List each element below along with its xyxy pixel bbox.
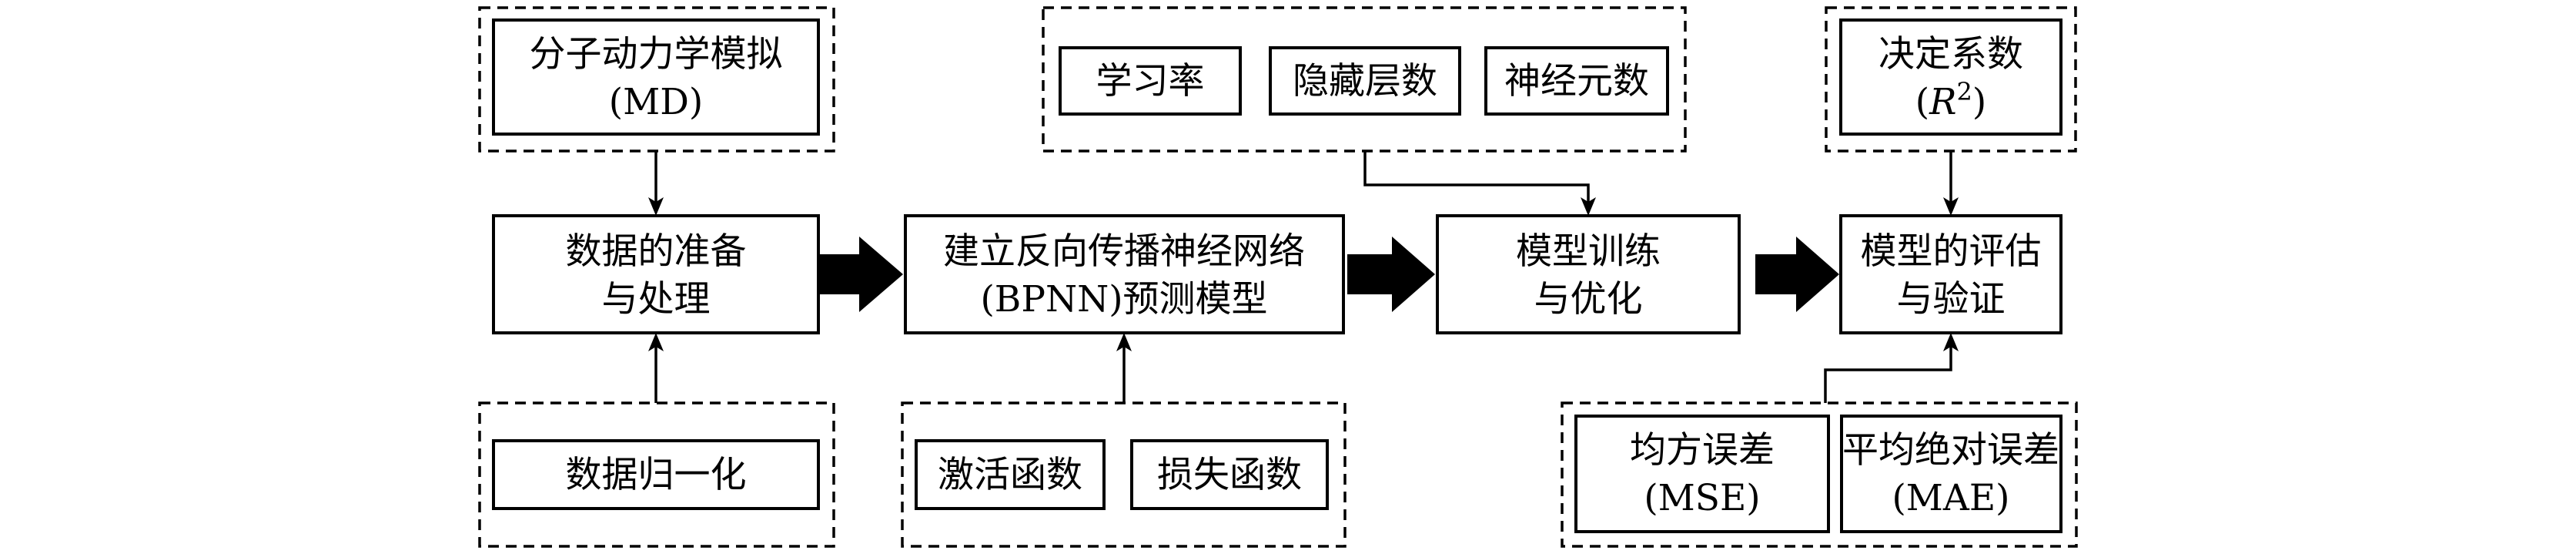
mae-box — [1840, 415, 2062, 533]
hidden-layers-box — [1269, 46, 1461, 116]
flow-arrow-2 — [1347, 237, 1435, 312]
step-train-line2: 与优化 — [1534, 278, 1643, 321]
arrowhead-func-to-model — [1116, 333, 1132, 351]
loss-label: 损失函数 — [1157, 454, 1302, 496]
normalization-label: 数据归一化 — [566, 454, 747, 496]
step-evaluate-line1: 模型的评估 — [1861, 230, 2042, 273]
md-box — [492, 18, 820, 136]
mse-line1: 均方误差 — [1630, 429, 1775, 472]
loss-box — [1130, 439, 1329, 510]
normalization-box — [492, 439, 820, 510]
md-box-line2: (MD) — [609, 81, 703, 123]
paren-close: ) — [1972, 81, 1986, 123]
neurons-box — [1484, 46, 1669, 116]
r2-superscript: 2 — [1957, 77, 1972, 106]
step-build-model-line1: 建立反向传播神经网络 — [943, 230, 1305, 273]
step-train-line1: 模型训练 — [1516, 230, 1661, 273]
mae-line1: 平均绝对误差 — [1842, 429, 2059, 472]
r2-box-line2: (R2) — [1915, 77, 1986, 123]
flow-arrow-3 — [1755, 237, 1839, 312]
step-data-prep-line2: 与处理 — [602, 278, 711, 321]
hidden-layers-label: 隐藏层数 — [1293, 60, 1437, 102]
r2-box-line1: 决定系数 — [1878, 33, 2023, 76]
step-build-model-line2: (BPNN)预测模型 — [980, 278, 1267, 321]
learning-rate-label: 学习率 — [1096, 60, 1205, 102]
arrowhead-norm-to-prep — [648, 333, 664, 351]
connector-params-to-train — [1363, 151, 1590, 202]
step-evaluate-line2: 与验证 — [1897, 278, 2006, 321]
paren-open: ( — [1915, 81, 1929, 123]
flow-arrow-1 — [818, 237, 903, 312]
neurons-label: 神经元数 — [1504, 60, 1649, 102]
activation-label: 激活函数 — [938, 454, 1082, 496]
mse-box — [1574, 415, 1830, 533]
r2-box — [1839, 18, 2062, 136]
arrowhead-md-to-prep — [648, 197, 664, 216]
arrowhead-params-to-train — [1581, 197, 1596, 216]
step-evaluate-box — [1839, 214, 2062, 334]
error-metrics-frame — [1561, 401, 2078, 548]
mse-line2: (MSE) — [1644, 477, 1760, 519]
mae-line2: (MAE) — [1892, 477, 2009, 519]
arrowhead-errors-to-eval — [1943, 333, 1959, 351]
arrowhead-r2-to-eval — [1943, 197, 1959, 216]
r2-variable: R — [1929, 81, 1956, 123]
md-box-line1: 分子动力学模拟 — [530, 33, 783, 76]
step-data-prep-line1: 数据的准备 — [566, 230, 747, 273]
step-build-model-box — [904, 214, 1345, 334]
activation-box — [915, 439, 1106, 510]
connector-errors-to-eval — [1824, 347, 1952, 403]
learning-rate-box — [1059, 46, 1242, 116]
